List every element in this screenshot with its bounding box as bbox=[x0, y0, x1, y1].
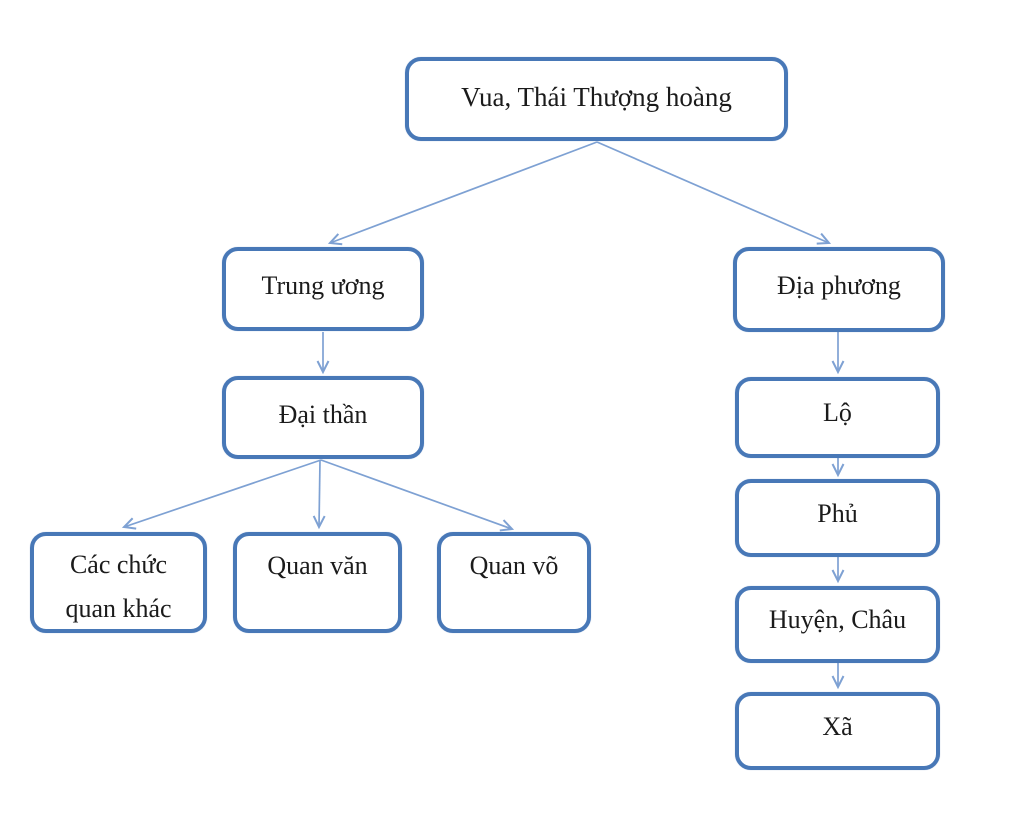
node-lo-label: Lộ bbox=[823, 398, 852, 427]
arrow-dai-than-to-quan-van bbox=[312, 459, 326, 530]
node-dia-phuong-label: Địa phương bbox=[777, 271, 901, 300]
node-xa-label: Xã bbox=[822, 712, 853, 741]
node-phu: Phủ bbox=[735, 479, 940, 557]
arrow-root-to-dia-phuong bbox=[596, 141, 832, 245]
node-quan-van-label: Quan văn bbox=[267, 551, 368, 580]
node-vua-thai-thuong-hoang-label: Vua, Thái Thượng hoàng bbox=[461, 82, 732, 112]
node-huyen-chau: Huyện, Châu bbox=[735, 586, 940, 663]
node-quan-vo-label: Quan võ bbox=[469, 551, 559, 580]
arrow-dai-than-to-quan-vo bbox=[320, 459, 515, 532]
node-lo: Lộ bbox=[735, 377, 940, 458]
node-dai-than: Đại thần bbox=[222, 376, 424, 459]
node-cac-chuc-quan-khac: Các chức quan khác bbox=[30, 532, 207, 633]
node-quan-van: Quan văn bbox=[233, 532, 402, 633]
node-cac-chuc-quan-khac-label: Các chức quan khác bbox=[65, 550, 172, 624]
arrow-root-to-trung-uong bbox=[327, 141, 598, 246]
node-dia-phuong: Địa phương bbox=[733, 247, 945, 332]
arrow-dai-than-to-cac-chuc bbox=[121, 459, 322, 530]
node-vua-thai-thuong-hoang: Vua, Thái Thượng hoàng bbox=[405, 57, 788, 141]
node-xa: Xã bbox=[735, 692, 940, 770]
node-phu-label: Phủ bbox=[817, 499, 858, 528]
node-quan-vo: Quan võ bbox=[437, 532, 591, 633]
node-huyen-chau-label: Huyện, Châu bbox=[768, 605, 907, 634]
node-dai-than-label: Đại thần bbox=[278, 400, 368, 429]
node-trung-uong-label: Trung ương bbox=[261, 271, 385, 300]
node-trung-uong: Trung ương bbox=[222, 247, 424, 331]
